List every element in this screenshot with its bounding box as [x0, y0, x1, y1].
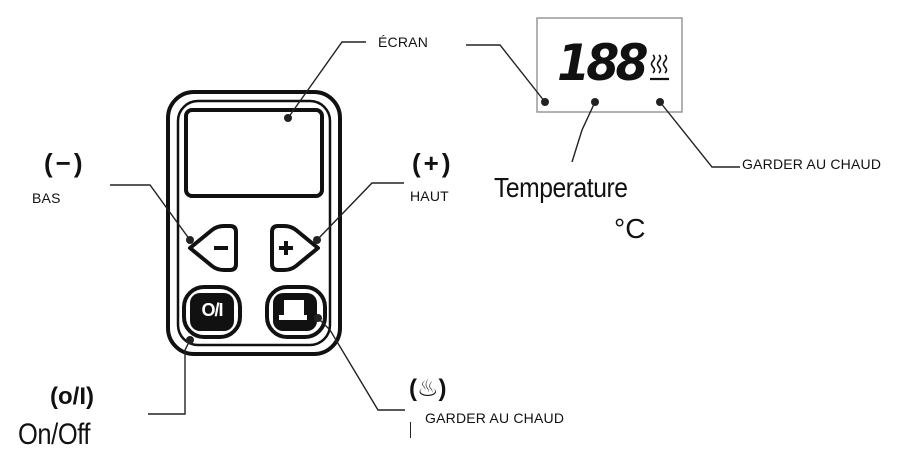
leader-ecran [287, 41, 366, 119]
leader-keepwarm-right [659, 101, 740, 168]
remote-screen [184, 108, 324, 198]
leader-haut [316, 182, 404, 241]
leader-display-left [466, 44, 546, 103]
pot-icon [279, 300, 307, 320]
minus-button[interactable] [188, 224, 238, 272]
label-unit: °C [614, 213, 646, 244]
label-keepwarm-right: GARDER AU CHAUD [742, 156, 882, 172]
plus-arrow-icon [279, 241, 293, 255]
leader-keepwarm-bottom [317, 317, 405, 411]
leader-dots [186, 98, 664, 344]
label-onoff: On/Off [18, 418, 91, 451]
label-onoff-symbol: (o/I) [50, 383, 94, 410]
label-keepwarm-tick [410, 422, 411, 438]
steam-icon [650, 54, 669, 81]
leader-bas [110, 184, 191, 241]
leader-temperature [571, 101, 596, 163]
keepwarm-button[interactable] [265, 285, 327, 339]
label-bas: BAS [32, 190, 61, 206]
label-keepwarm-symbol: (♨) [409, 375, 447, 402]
label-minus-symbol: (−) [44, 148, 86, 178]
leader-onoff [148, 339, 191, 415]
label-temperature: Temperature [494, 172, 628, 203]
label-haut: HAUT [410, 188, 449, 204]
power-button-label: O/I [201, 300, 223, 320]
display-digits: 188 [557, 34, 649, 92]
label-plus-symbol: (+) [412, 148, 454, 178]
plus-button[interactable] [270, 224, 320, 272]
power-button[interactable] [182, 285, 242, 339]
leader-lines [110, 41, 740, 415]
label-keepwarm-bottom: GARDER AU CHAUD [425, 410, 565, 426]
label-ecran: ÉCRAN [378, 34, 429, 50]
